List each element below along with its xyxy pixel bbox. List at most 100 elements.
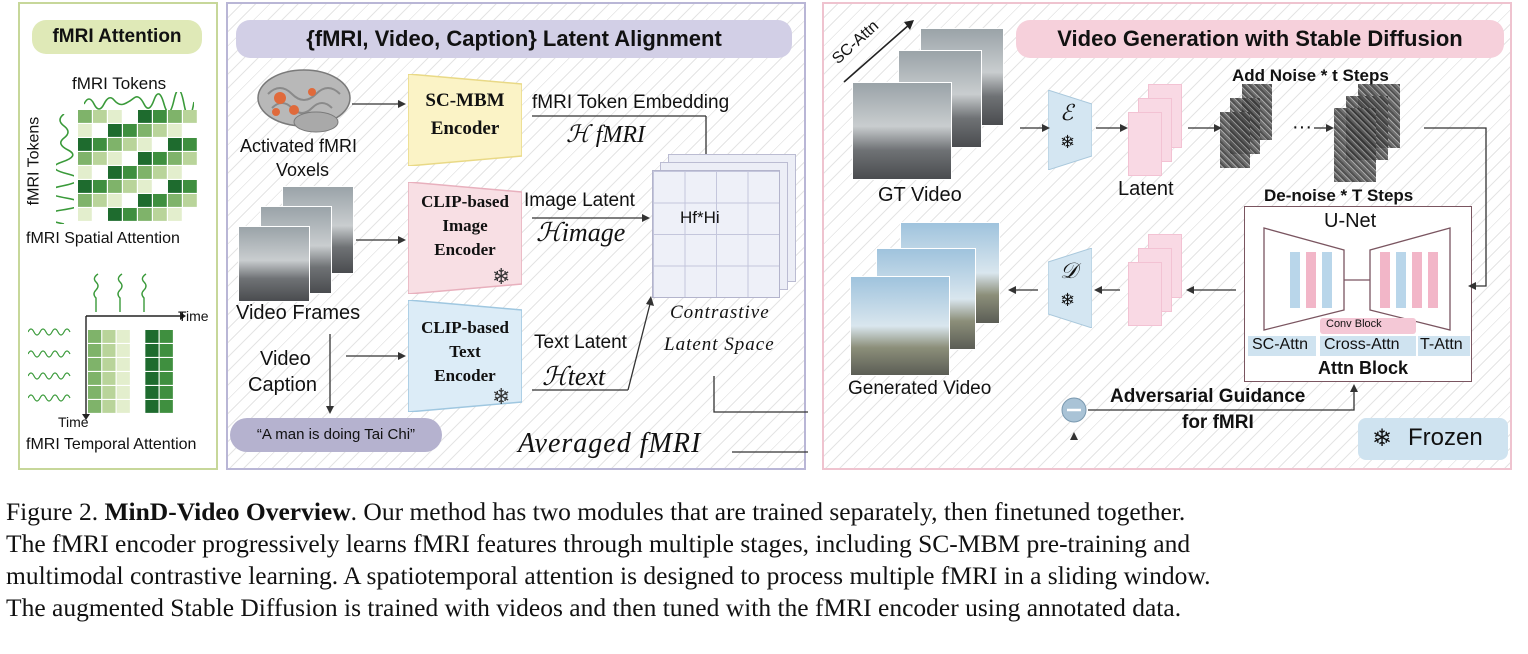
caption-line-3: multimodal contrastive learning. A spati… <box>6 561 1211 590</box>
attention-cell <box>153 124 167 137</box>
adv-guidance-label-1: Adversarial Guidance <box>1110 386 1306 407</box>
spatial-attention-label: fMRI Spatial Attention <box>26 230 180 247</box>
unet-layer-bar <box>1412 252 1422 308</box>
image-latent-label: Image Latent <box>524 190 635 211</box>
adv-guidance-label-2: for fMRI <box>1182 412 1254 433</box>
attention-cell <box>108 166 122 179</box>
sc-mbm-label-2: Encoder <box>430 118 500 139</box>
attention-cell <box>183 166 197 179</box>
fmri-attention-title: fMRI Attention <box>32 20 202 54</box>
attention-cell <box>123 138 137 151</box>
attention-cell <box>159 372 173 385</box>
attn-sc-label: SC-Attn <box>1252 336 1309 353</box>
attention-cell <box>159 344 173 357</box>
attention-cell <box>108 124 122 137</box>
clip-text-label-3: Encoder <box>434 366 496 385</box>
encoder-symbol: ℰ <box>1060 100 1074 125</box>
averaged-fmri-label: Averaged fMRI <box>518 428 702 459</box>
attention-cell <box>153 138 167 151</box>
attention-cell <box>116 330 130 343</box>
generated-video-label: Generated Video <box>848 378 992 399</box>
clip-text-encoder: CLIP-based Text Encoder ❄ <box>408 300 522 412</box>
denoise-label: De-noise * T Steps <box>1264 186 1414 205</box>
attention-cell <box>93 194 107 207</box>
attention-cell <box>123 110 137 123</box>
attention-cell <box>153 152 167 165</box>
attention-cell <box>131 330 145 343</box>
fmri-embedding-label: fMRI Token Embedding <box>532 92 730 113</box>
latent-alignment-panel: {fMRI, Video, Caption} Latent Alignment … <box>226 2 808 470</box>
brain-label-1: Activated fMRI <box>240 136 358 156</box>
attention-cell <box>123 194 137 207</box>
attention-cell <box>93 152 107 165</box>
unet-layer-bar <box>1396 252 1406 308</box>
frozen-label: Frozen <box>1408 424 1483 451</box>
vae-decoder: 𝒟 ❄ <box>1048 248 1092 328</box>
attention-cell <box>78 110 92 123</box>
attention-cell <box>123 152 137 165</box>
sc-mbm-label-1: SC-MBM <box>425 90 505 111</box>
attention-cell <box>138 180 152 193</box>
attention-cell <box>88 386 102 399</box>
h-fmri-label: ℋ fMRI <box>566 122 646 148</box>
snowflake-icon: ❄ <box>1060 290 1076 310</box>
attn-cross-label: Cross-Attn <box>1324 336 1400 353</box>
out-latent-block-1 <box>1128 262 1162 326</box>
attention-cell <box>168 110 182 123</box>
attention-cell <box>116 400 130 413</box>
right-arrows <box>1008 124 1487 440</box>
fmri-tokens-side-label: fMRI Tokens <box>25 116 43 206</box>
time-x-label: Time <box>178 308 209 324</box>
figure-caption: Figure 2. MinD-Video Overview. Our metho… <box>6 496 1524 624</box>
attention-cell <box>145 372 159 385</box>
attention-cell <box>78 180 92 193</box>
attention-cell <box>183 180 197 193</box>
attn-block-label: Attn Block <box>1318 358 1408 378</box>
clip-text-label-2: Text <box>449 342 481 361</box>
gt-frame-1 <box>852 82 952 180</box>
attention-cell <box>108 110 122 123</box>
attention-cell <box>102 344 116 357</box>
fmri-tokens-top-label: fMRI Tokens <box>72 74 167 93</box>
attention-cell <box>183 194 197 207</box>
attention-cell <box>138 124 152 137</box>
attention-cell <box>153 166 167 179</box>
attention-cell <box>88 330 102 343</box>
clip-text-label-1: CLIP-based <box>421 318 509 337</box>
latent-grid-label: Hf*Hi <box>680 208 720 227</box>
attention-cell <box>102 400 116 413</box>
time-y-label: Time <box>58 414 89 430</box>
attention-cell <box>93 208 107 221</box>
video-caption-label-2: Caption <box>248 374 317 396</box>
conv-block-badge <box>1320 318 1416 334</box>
attention-cell <box>145 386 159 399</box>
attention-cell <box>145 344 159 357</box>
fmri-side-wave-icon <box>56 114 74 224</box>
contrastive-label-1: Contrastive <box>670 302 770 323</box>
attention-cell <box>88 344 102 357</box>
sc-mbm-encoder: SC-MBM Encoder <box>408 74 522 166</box>
spatial-attention-matrix <box>78 110 197 221</box>
attention-cell <box>102 372 116 385</box>
attention-cell <box>93 110 107 123</box>
latent-label: Latent <box>1118 178 1174 200</box>
attention-cell <box>138 152 152 165</box>
clip-image-label-2: Image <box>442 216 488 235</box>
snowflake-icon: ❄ <box>1060 132 1076 152</box>
attention-cell <box>116 372 130 385</box>
attention-cell <box>159 330 173 343</box>
attention-cell <box>168 124 182 137</box>
attention-cell <box>131 400 145 413</box>
attn-t-badge <box>1418 336 1470 356</box>
sc-attn-arrow <box>843 20 914 83</box>
attention-cell <box>168 194 182 207</box>
attention-cell <box>168 180 182 193</box>
latent-block-1 <box>1128 112 1162 176</box>
clip-image-encoder: CLIP-based Image Encoder ❄ <box>408 182 522 294</box>
attention-cell <box>153 208 167 221</box>
attention-cell <box>78 208 92 221</box>
text-latent-label: Text Latent <box>534 332 627 353</box>
attention-cell <box>123 208 137 221</box>
video-frame-1 <box>238 226 310 302</box>
attention-cell <box>116 344 130 357</box>
